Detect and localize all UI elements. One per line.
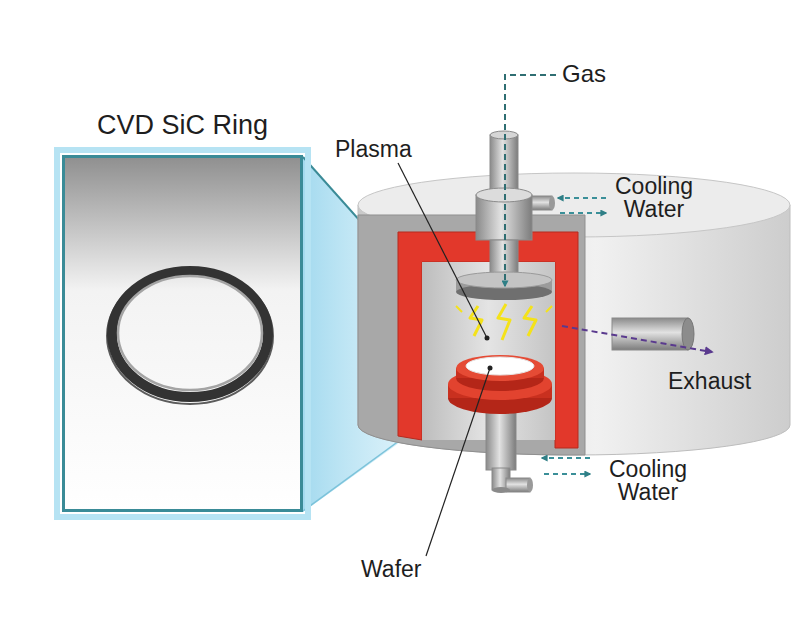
coolant-return [558,197,606,199]
ring-outer-edge [107,268,273,404]
cutaway-face [358,215,585,455]
leader-line [426,368,490,556]
inset-frame: CVD SiC Ring [62,155,303,512]
coolant-return [542,457,590,459]
gas-flow [505,75,556,286]
lower-stem-end [492,487,510,493]
inset-background [62,155,303,512]
inset-heading: CVD SiC Ring [45,110,320,141]
leader-line [398,163,487,338]
coolant-supply [544,473,590,475]
plasma-bolt [498,304,510,340]
plasma-bolt [470,306,482,336]
coolant-supply [560,212,606,214]
part-label: Plasma [335,138,412,161]
leader-dot [488,366,493,371]
chamber-body [358,205,790,455]
part-label: Exhaust [668,370,751,393]
plasma-ray [546,306,552,312]
exhaust-flow [562,326,712,352]
sic-ring [112,271,268,397]
plasma-bolt [524,306,536,336]
leader-dot [485,336,490,341]
inset-glow [57,150,308,517]
chuck-tier-top [456,355,544,381]
cooling-pipe-end [549,196,555,210]
exhaust-pipe [612,318,688,350]
exhaust-pipe-end [682,318,694,350]
wafer [466,357,534,375]
process-cavity [422,262,555,440]
part-label: Wafer [361,558,422,581]
cooling-pipe [530,196,552,210]
elbow-pipe-end [527,478,533,492]
part-label: Cooling Water [592,458,704,504]
ring-inner-edge [118,276,262,390]
plasma-ray [456,306,462,312]
part-label: Gas [562,62,606,86]
part-label: Cooling Water [598,175,710,221]
